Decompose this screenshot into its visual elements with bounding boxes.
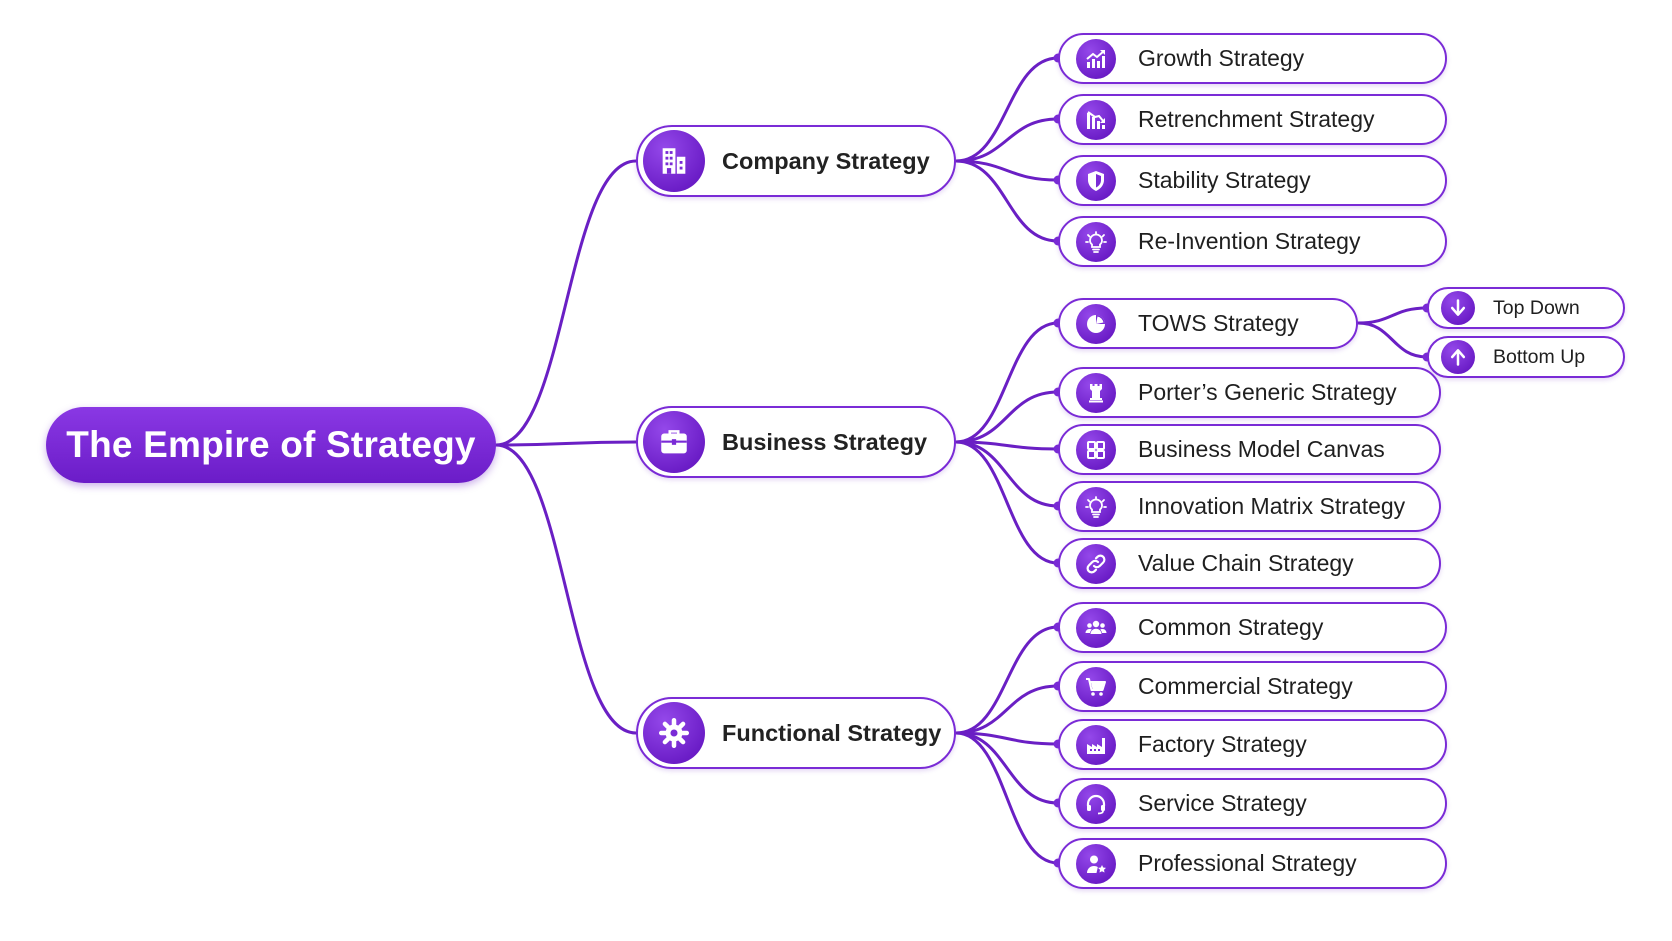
leaf-label: TOWS Strategy [1138,310,1299,336]
leaf-business-model-canvas: Business Model Canvas [1058,424,1441,475]
sub-top-down: Top Down [1427,287,1625,329]
leaf-label: Common Strategy [1138,614,1324,640]
leaf-tows-strategy: TOWS Strategy [1058,298,1358,349]
leaf-value-chain-strategy: Value Chain Strategy [1058,538,1441,589]
leaf-service-strategy: Service Strategy [1058,778,1447,829]
leaf-commercial-strategy: Commercial Strategy [1058,661,1447,712]
leaf-label: Stability Strategy [1138,167,1311,193]
root-to-branch-line [494,159,638,447]
branch-to-leaf-line [954,321,1060,444]
factory-icon [1076,724,1116,765]
branch-to-leaf-line [954,159,1060,182]
lightbulb-icon [1076,221,1116,262]
branch-label: Company Strategy [722,147,930,174]
building-icon [643,130,705,192]
root-to-branch-line [494,443,638,735]
sub-bottom-up: Bottom Up [1427,336,1625,378]
sub-label: Top Down [1493,296,1580,319]
leaf-factory-strategy: Factory Strategy [1058,719,1447,770]
link-icon [1076,543,1116,584]
lightbulb-icon [1076,486,1116,527]
leaf-growth-strategy: Growth Strategy [1058,33,1447,84]
grid-icon [1076,429,1116,470]
leaf-label: Value Chain Strategy [1138,550,1354,576]
branch-to-leaf-line [954,684,1060,735]
leaf-label: Service Strategy [1138,790,1307,816]
branch-to-leaf-line [954,117,1060,163]
branch-functional-strategy: Functional Strategy [636,697,956,769]
leaf-stability-strategy: Stability Strategy [1058,155,1447,206]
branch-to-leaf-line [954,731,1060,865]
branch-to-leaf-line [954,440,1060,451]
leaf-professional-strategy: Professional Strategy [1058,838,1447,889]
branch-to-leaf-line [954,56,1060,163]
headset-icon [1076,783,1116,824]
leaf-label: Innovation Matrix Strategy [1138,493,1406,519]
branch-label: Functional Strategy [722,719,942,746]
professional-user-icon [1076,843,1116,884]
pie-chart-icon [1076,303,1116,344]
leaf-to-sub-line [1356,321,1429,359]
root-node: The Empire of Strategy [46,407,496,483]
leaf-re-invention-strategy: Re-Invention Strategy [1058,216,1447,267]
leaf-porters-generic-strategy: Porter’s Generic Strategy [1058,367,1441,418]
leaf-label: Growth Strategy [1138,45,1305,71]
root-to-branch-line [494,440,638,447]
sub-label: Bottom Up [1493,345,1586,368]
decline-chart-icon [1076,99,1116,140]
leaf-innovation-matrix-strategy: Innovation Matrix Strategy [1058,481,1441,532]
leaf-common-strategy: Common Strategy [1058,602,1447,653]
branch-label: Business Strategy [722,428,928,455]
gear-icon [643,702,705,764]
leaf-label: Professional Strategy [1138,850,1357,876]
growth-chart-icon [1076,38,1116,79]
leaf-label: Retrenchment Strategy [1138,106,1375,132]
branch-company-strategy: Company Strategy [636,125,956,197]
users-icon [1076,607,1116,648]
branch-business-strategy: Business Strategy [636,406,956,478]
leaf-label: Porter’s Generic Strategy [1138,379,1397,405]
branch-to-leaf-line [954,625,1060,735]
branch-to-leaf-line [954,731,1060,746]
leaf-label: Commercial Strategy [1138,673,1353,699]
arrow-down-icon [1441,291,1475,325]
root-title: The Empire of Strategy [66,424,476,465]
leaf-label: Factory Strategy [1138,731,1307,757]
leaf-label: Re-Invention Strategy [1138,228,1361,254]
branch-to-leaf-line [954,440,1060,508]
branch-to-leaf-line [954,731,1060,805]
branch-to-leaf-line [954,159,1060,243]
shopping-cart-icon [1076,666,1116,707]
leaf-label: Business Model Canvas [1138,436,1385,462]
branch-to-leaf-line [954,390,1060,444]
briefcase-icon [643,411,705,473]
branch-to-leaf-line [954,440,1060,565]
leaf-to-sub-line [1356,306,1429,325]
leaf-retrenchment-strategy: Retrenchment Strategy [1058,94,1447,145]
arrow-up-icon [1441,340,1475,374]
shield-icon [1076,160,1116,201]
chess-rook-icon [1076,372,1116,413]
